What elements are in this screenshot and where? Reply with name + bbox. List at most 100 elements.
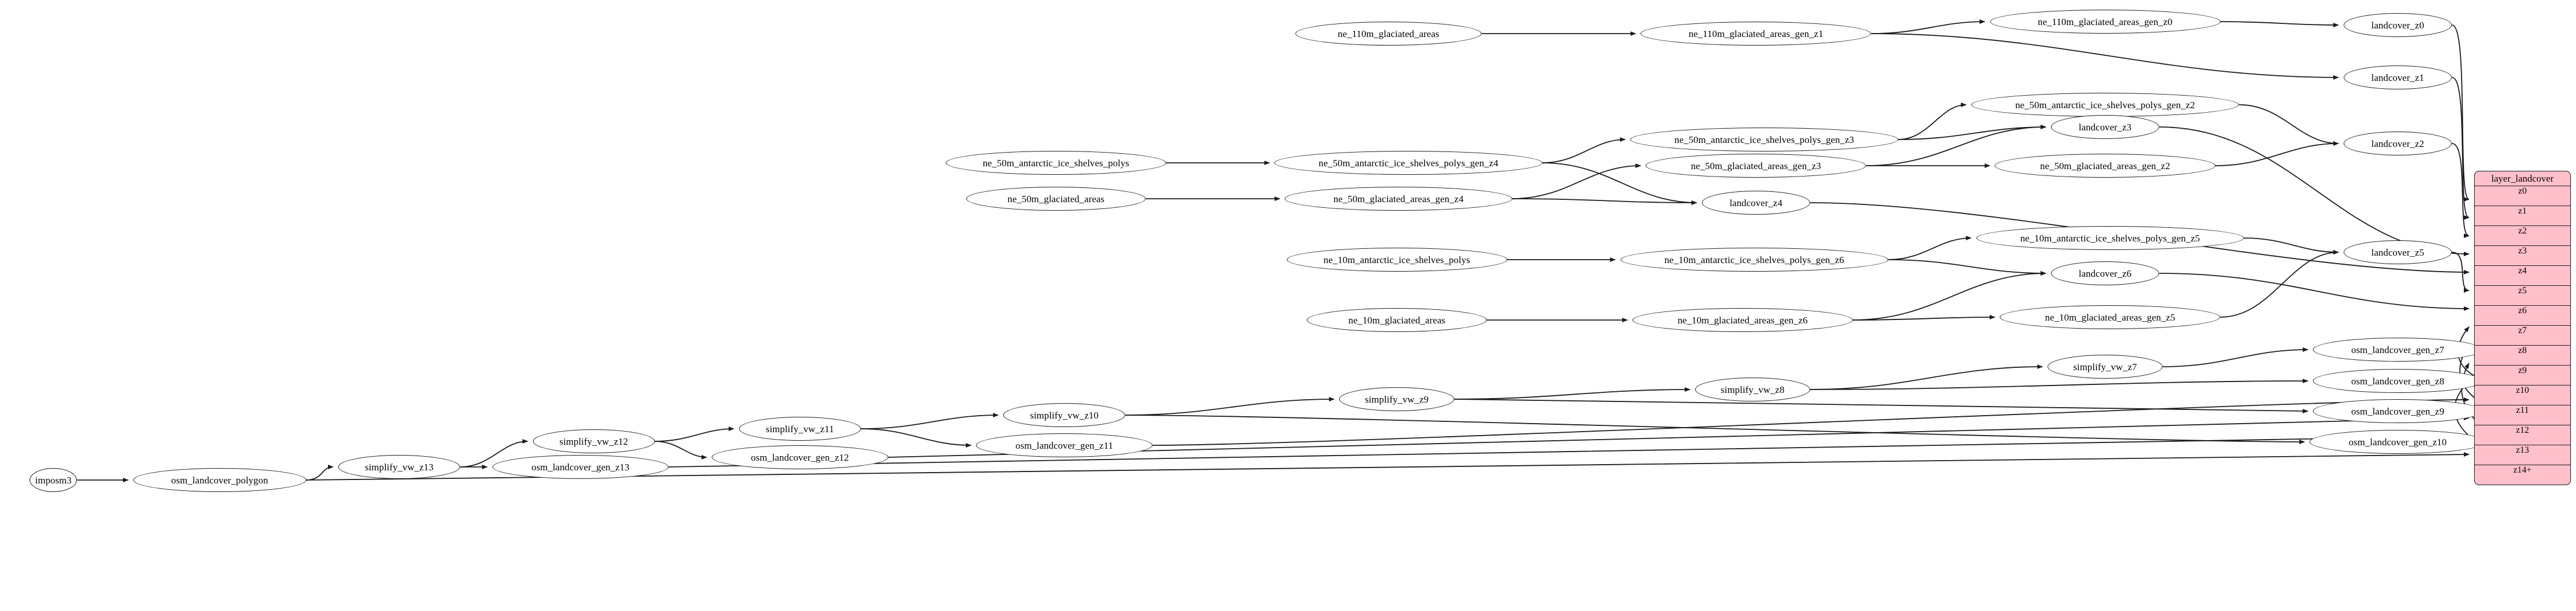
node-label: ne_50m_antarctic_ice_shelves_polys: [982, 157, 1130, 169]
graph-node-ne_10m_antarctic_ice_shelves_polys_gen_z6[interactable]: ne_10m_antarctic_ice_shelves_polys_gen_z…: [1620, 248, 1889, 272]
edge-landcover_z0--to--layer_landcover-z0: [2451, 24, 2470, 202]
edge-ne_50m_antarctic_ice_shelves_polys_gen_z3--to--landcover_z3: [1898, 125, 2046, 140]
table-row-z5[interactable]: z5: [2475, 286, 2570, 306]
edge-simplify_vw_z9--to--osm_landcover_gen_z9: [1454, 399, 2309, 413]
graph-node-osm_landcover_gen_z8[interactable]: osm_landcover_gen_z8: [2313, 369, 2483, 393]
graph-node-osm_landcover_gen_z9[interactable]: osm_landcover_gen_z9: [2313, 399, 2483, 423]
node-label: simplify_vw_z9: [1365, 393, 1429, 405]
graph-node-simplify_vw_z12[interactable]: simplify_vw_z12: [532, 429, 655, 453]
graph-node-landcover_z2[interactable]: landcover_z2: [2343, 132, 2452, 155]
graph-node-landcover_z4[interactable]: landcover_z4: [1701, 191, 1811, 215]
node-label: imposm3: [35, 474, 72, 486]
node-label: osm_landcover_polygon: [171, 474, 268, 486]
table-row-z2[interactable]: z2: [2475, 226, 2570, 246]
graph-node-ne_10m_glaciated_areas_gen_z5[interactable]: ne_10m_glaciated_areas_gen_z5: [2000, 305, 2221, 329]
table-row-z6[interactable]: z6: [2475, 306, 2570, 326]
graph-node-simplify_vw_z9[interactable]: simplify_vw_z9: [1339, 387, 1455, 411]
graph-node-simplify_vw_z13[interactable]: simplify_vw_z13: [338, 455, 461, 479]
edge-landcover_z6--to--layer_landcover-z6: [2159, 273, 2470, 311]
graph-node-osm_landcover_gen_z12[interactable]: osm_landcover_gen_z12: [711, 445, 888, 469]
node-label: ne_10m_antarctic_ice_shelves_polys_gen_z…: [1664, 254, 1844, 265]
graph-node-ne_50m_antarctic_ice_shelves_polys_gen_z4[interactable]: ne_50m_antarctic_ice_shelves_polys_gen_z…: [1274, 151, 1543, 175]
graph-node-landcover_z5[interactable]: landcover_z5: [2343, 240, 2452, 264]
table-row-z10[interactable]: z10: [2475, 386, 2570, 405]
edge-landcover_z5--to--layer_landcover-z5: [2452, 252, 2470, 293]
table-row-z12[interactable]: z12: [2475, 425, 2570, 445]
graph-node-landcover_z3[interactable]: landcover_z3: [2050, 115, 2160, 139]
table-row-z4[interactable]: z4: [2475, 266, 2570, 286]
graph-node-osm_landcover_polygon[interactable]: osm_landcover_polygon: [133, 468, 306, 492]
graph-node-ne_10m_antarctic_ice_shelves_polys_gen_z5[interactable]: ne_10m_antarctic_ice_shelves_polys_gen_z…: [1976, 226, 2245, 250]
graph-node-ne_50m_antarctic_ice_shelves_polys_gen_z2[interactable]: ne_50m_antarctic_ice_shelves_polys_gen_z…: [1971, 93, 2239, 117]
edge-simplify_vw_z10--to--osm_landcover_gen_z10: [1125, 415, 2306, 444]
graph-node-ne_50m_antarctic_ice_shelves_polys_gen_z3[interactable]: ne_50m_antarctic_ice_shelves_polys_gen_z…: [1630, 128, 1898, 151]
node-label: ne_10m_antarctic_ice_shelves_polys: [1323, 254, 1470, 265]
table-row-z9[interactable]: z9: [2475, 366, 2570, 386]
node-label: osm_landcover_gen_z12: [750, 452, 849, 463]
edge-simplify_vw_z11--to--simplify_vw_z10: [861, 413, 999, 429]
node-label: osm_landcover_gen_z8: [2351, 375, 2444, 387]
edge-ne_50m_glaciated_areas_gen_z2--to--landcover_z2: [2215, 141, 2339, 166]
graph-node-osm_landcover_gen_z7[interactable]: osm_landcover_gen_z7: [2313, 338, 2483, 362]
graph-node-ne_50m_antarctic_ice_shelves_polys[interactable]: ne_50m_antarctic_ice_shelves_polys: [945, 151, 1167, 175]
node-label: simplify_vw_z13: [364, 461, 434, 473]
graph-node-osm_landcover_gen_z13[interactable]: osm_landcover_gen_z13: [492, 455, 669, 479]
graph-node-simplify_vw_z11[interactable]: simplify_vw_z11: [739, 417, 862, 441]
edge-ne_10m_antarctic_ice_shelves_polys_gen_z6--to--landcover_z6: [1888, 259, 2046, 276]
graph-node-ne_10m_antarctic_ice_shelves_polys[interactable]: ne_10m_antarctic_ice_shelves_polys: [1286, 248, 1507, 272]
node-label: landcover_z0: [2371, 19, 2425, 31]
table-header: layer_landcover: [2475, 171, 2570, 186]
node-label: simplify_vw_z7: [2073, 361, 2137, 372]
graph-node-ne_110m_glaciated_areas_gen_z1[interactable]: ne_110m_glaciated_areas_gen_z1: [1640, 22, 1872, 46]
graph-node-landcover_z1[interactable]: landcover_z1: [2343, 65, 2452, 89]
graph-node-landcover_z0[interactable]: landcover_z0: [2343, 13, 2452, 37]
table-row-z1[interactable]: z1: [2475, 206, 2570, 226]
edge-ne_10m_glaciated_areas_gen_z6--to--landcover_z6: [1853, 271, 2046, 321]
table-row-z13[interactable]: z13: [2475, 445, 2570, 465]
table-row-z14plus[interactable]: z14+: [2513, 465, 2532, 475]
node-label: ne_10m_glaciated_areas_gen_z5: [2045, 311, 2176, 323]
graph-node-landcover_z6[interactable]: landcover_z6: [2050, 261, 2160, 285]
graph-node-simplify_vw_z8[interactable]: simplify_vw_z8: [1695, 378, 1811, 401]
node-label: ne_110m_glaciated_areas: [1338, 28, 1439, 39]
edge-simplify_vw_z12--to--osm_landcover_gen_z12: [654, 441, 707, 460]
node-label: landcover_z1: [2371, 72, 2425, 83]
node-label: ne_50m_glaciated_areas_gen_z3: [1691, 160, 1822, 171]
node-label: landcover_z3: [2078, 121, 2132, 133]
table-row-z7[interactable]: z7: [2475, 326, 2570, 346]
edge-ne_50m_antarctic_ice_shelves_polys_gen_z4--to--ne_50m_antarctic_ice_shelves_polys_gen_z3: [1542, 137, 1626, 163]
edge-landcover_z2--to--layer_landcover-z2: [2452, 143, 2470, 238]
graph-node-osm_landcover_gen_z10[interactable]: osm_landcover_gen_z10: [2310, 430, 2486, 454]
table-row-z3[interactable]: z3: [2475, 246, 2570, 266]
table-row-z8[interactable]: z8: [2475, 346, 2570, 366]
graph-node-simplify_vw_z10[interactable]: simplify_vw_z10: [1003, 403, 1126, 427]
edge-ne_50m_antarctic_ice_shelves_polys_gen_z4--to--landcover_z4: [1542, 162, 1697, 205]
graph-node-simplify_vw_z7[interactable]: simplify_vw_z7: [2047, 355, 2163, 379]
graph-node-ne_110m_glaciated_areas_gen_z0[interactable]: ne_110m_glaciated_areas_gen_z0: [1990, 10, 2221, 34]
edge-ne_10m_antarctic_ice_shelves_polys_gen_z6--to--ne_10m_antarctic_ice_shelves_polys_gen_z5: [1888, 236, 1972, 260]
graph-node-ne_10m_glaciated_areas[interactable]: ne_10m_glaciated_areas: [1307, 308, 1487, 332]
edge-ne_50m_antarctic_ice_shelves_polys_gen_z2--to--landcover_z2: [2239, 104, 2339, 146]
graph-node-ne_50m_glaciated_areas_gen_z2[interactable]: ne_50m_glaciated_areas_gen_z2: [1995, 154, 2216, 178]
edge-ne_110m_glaciated_areas_gen_z1--to--landcover_z1: [1871, 33, 2339, 80]
edge-simplify_vw_z13--to--simplify_vw_z12: [460, 439, 528, 468]
table-row-z11[interactable]: z11: [2475, 405, 2570, 425]
node-label: ne_10m_antarctic_ice_shelves_polys_gen_z…: [2020, 232, 2200, 244]
node-label: landcover_z2: [2371, 138, 2425, 149]
node-label: simplify_vw_z11: [765, 423, 834, 434]
graph-node-ne_50m_glaciated_areas_gen_z3[interactable]: ne_50m_glaciated_areas_gen_z3: [1646, 154, 1867, 178]
edge-simplify_vw_z8--to--osm_landcover_gen_z8: [1810, 379, 2309, 390]
graph-node-osm_landcover_gen_z11[interactable]: osm_landcover_gen_z11: [976, 433, 1152, 457]
graph-node-ne_50m_glaciated_areas_gen_z4[interactable]: ne_50m_glaciated_areas_gen_z4: [1285, 187, 1512, 211]
graph-node-ne_10m_glaciated_areas_gen_z6[interactable]: ne_10m_glaciated_areas_gen_z6: [1632, 308, 1853, 332]
node-label: simplify_vw_z10: [1029, 409, 1099, 421]
graph-node-ne_110m_glaciated_areas[interactable]: ne_110m_glaciated_areas: [1295, 22, 1482, 46]
node-label: ne_50m_antarctic_ice_shelves_polys_gen_z…: [2015, 99, 2195, 110]
graph-node-ne_50m_glaciated_areas[interactable]: ne_50m_glaciated_areas: [966, 187, 1146, 211]
graph-node-imposm3[interactable]: imposm3: [30, 468, 77, 492]
node-label: ne_50m_antarctic_ice_shelves_polys_gen_z…: [1318, 157, 1499, 169]
table-row-z0[interactable]: z0: [2475, 186, 2570, 206]
